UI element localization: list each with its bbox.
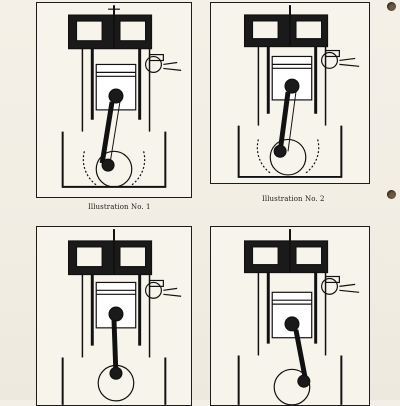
- binder-hole-middle: [387, 190, 396, 199]
- engine-cross-section-drawing-4: [237, 229, 360, 405]
- illustration-panel-3: [36, 226, 192, 406]
- engine-cross-section-drawing-3: [61, 229, 182, 405]
- engine-cross-section-drawing-1: [61, 5, 182, 188]
- binder-hole-top: [387, 2, 396, 11]
- illustration-caption-1: Illustration No. 1: [88, 203, 151, 211]
- illustration-panel-2: [210, 2, 370, 184]
- illustration-caption-2: Illustration No. 2: [262, 195, 325, 203]
- engine-cross-section-drawing-2: [237, 5, 360, 178]
- illustration-panel-4: [210, 226, 370, 406]
- illustration-panel-1: [36, 2, 192, 198]
